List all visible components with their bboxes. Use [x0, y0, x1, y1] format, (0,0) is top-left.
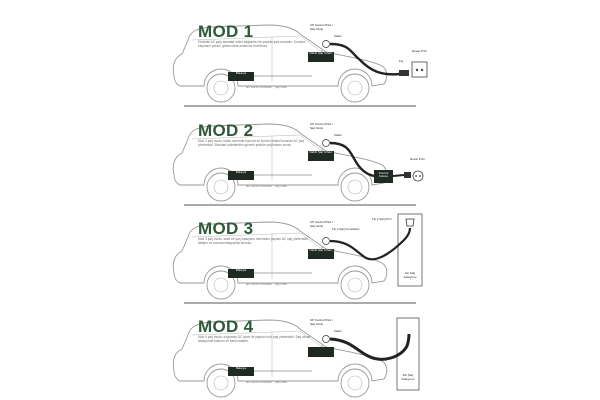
mode-4-station-label: DC Şarj İstasyonu	[401, 373, 415, 381]
mode-4-battery-label: Batarya	[235, 366, 247, 370]
mode-2-note: IEC 62196 STANDART · Şarj modu	[246, 185, 287, 188]
mode-4-inlet-label: CP Kontrol Pilot / Şarj Girişi	[310, 318, 333, 326]
mode-2-cable-label: Kablo	[334, 133, 342, 137]
mode-3-inlet-label: CP Kontrol Pilot / Şarj Girişi	[310, 220, 333, 228]
mode-2-battery-label: Batarya	[235, 170, 247, 174]
mode-4-illustration	[172, 317, 420, 398]
mode-3-station-label: AC Şarj İstasyonu	[403, 271, 417, 279]
mode-2-control-box	[374, 170, 393, 183]
mode-3-note: IEC 62196 STANDART · Şarj modu	[246, 283, 287, 286]
mode-1-socket-label: Duvar Prizi	[412, 49, 427, 53]
mode-1-wall-socket-icon	[411, 61, 428, 78]
mode-1-battery-label: Batarya	[235, 71, 247, 75]
mode-1-note: IEC 62196 STANDART · Şarj modu	[246, 86, 287, 89]
mode-2-socket-label: Duvar Prizi	[410, 157, 425, 161]
mode-3-illustration	[172, 213, 423, 300]
mode-1-description: Elektrikli AC şarjı standart soket bağla…	[198, 40, 306, 49]
mode-2-description: Mod 2 şarj modu, kablo üzerinde koruma v…	[198, 139, 304, 148]
mode-1-plug-label: Fiş	[399, 59, 403, 63]
mode-1-cable-label: Kablo	[334, 34, 342, 38]
mode-2-socket-icon	[412, 170, 424, 182]
mode-3-battery-label: Batarya	[235, 268, 247, 272]
mode-2-plug	[404, 172, 411, 178]
mode-2-cable	[329, 141, 377, 178]
mode-4-cable	[329, 333, 411, 361]
mode-3-ac-station	[397, 213, 423, 287]
mode-3-connector-label: Tip 2 Şarj Konektörü	[332, 227, 360, 231]
mode-1-title: MOD 1	[198, 22, 254, 41]
mode-1-charger-label: Dahili Şarj Cihazı	[309, 51, 333, 55]
mode-3-cable	[329, 227, 412, 261]
mode-2-inlet-label: CP Kontrol Pilot / Şarj Girişi	[310, 122, 333, 130]
mode-1-cable	[329, 42, 401, 76]
mode-3-station-socket-label: Tip 2 Şarj Prizi	[372, 217, 392, 221]
mode-1-illustration	[172, 24, 428, 103]
mode-2-charger-label: Dahili Şarj Cihazı	[309, 150, 333, 154]
mode-2-title: MOD 2	[198, 121, 254, 140]
mode-2-control-box-label: Kontrol Kutusu	[378, 171, 389, 179]
mode-2-illustration	[172, 123, 424, 202]
mode-4-title: MOD 4	[198, 317, 254, 336]
mode-1-inlet-label: CP Kontrol Pilot / Şarj Girişi	[310, 23, 333, 31]
mode-3-description: Mod 3 şarj modu, sabit bir şarj istasyon…	[198, 237, 309, 246]
mode-1-plug	[399, 70, 409, 76]
mode-4-description: Mod 4 şarj modu, doğrudan DC akım ile ya…	[198, 335, 311, 344]
mode-3-charger-label: Dahili Şarj Cihazı	[309, 248, 333, 252]
mode-3-title: MOD 3	[198, 219, 254, 238]
mode-4-note: IEC 62196 STANDART · Şarj modu	[246, 381, 287, 384]
mode-4-cable-label: Kablo	[334, 329, 342, 333]
